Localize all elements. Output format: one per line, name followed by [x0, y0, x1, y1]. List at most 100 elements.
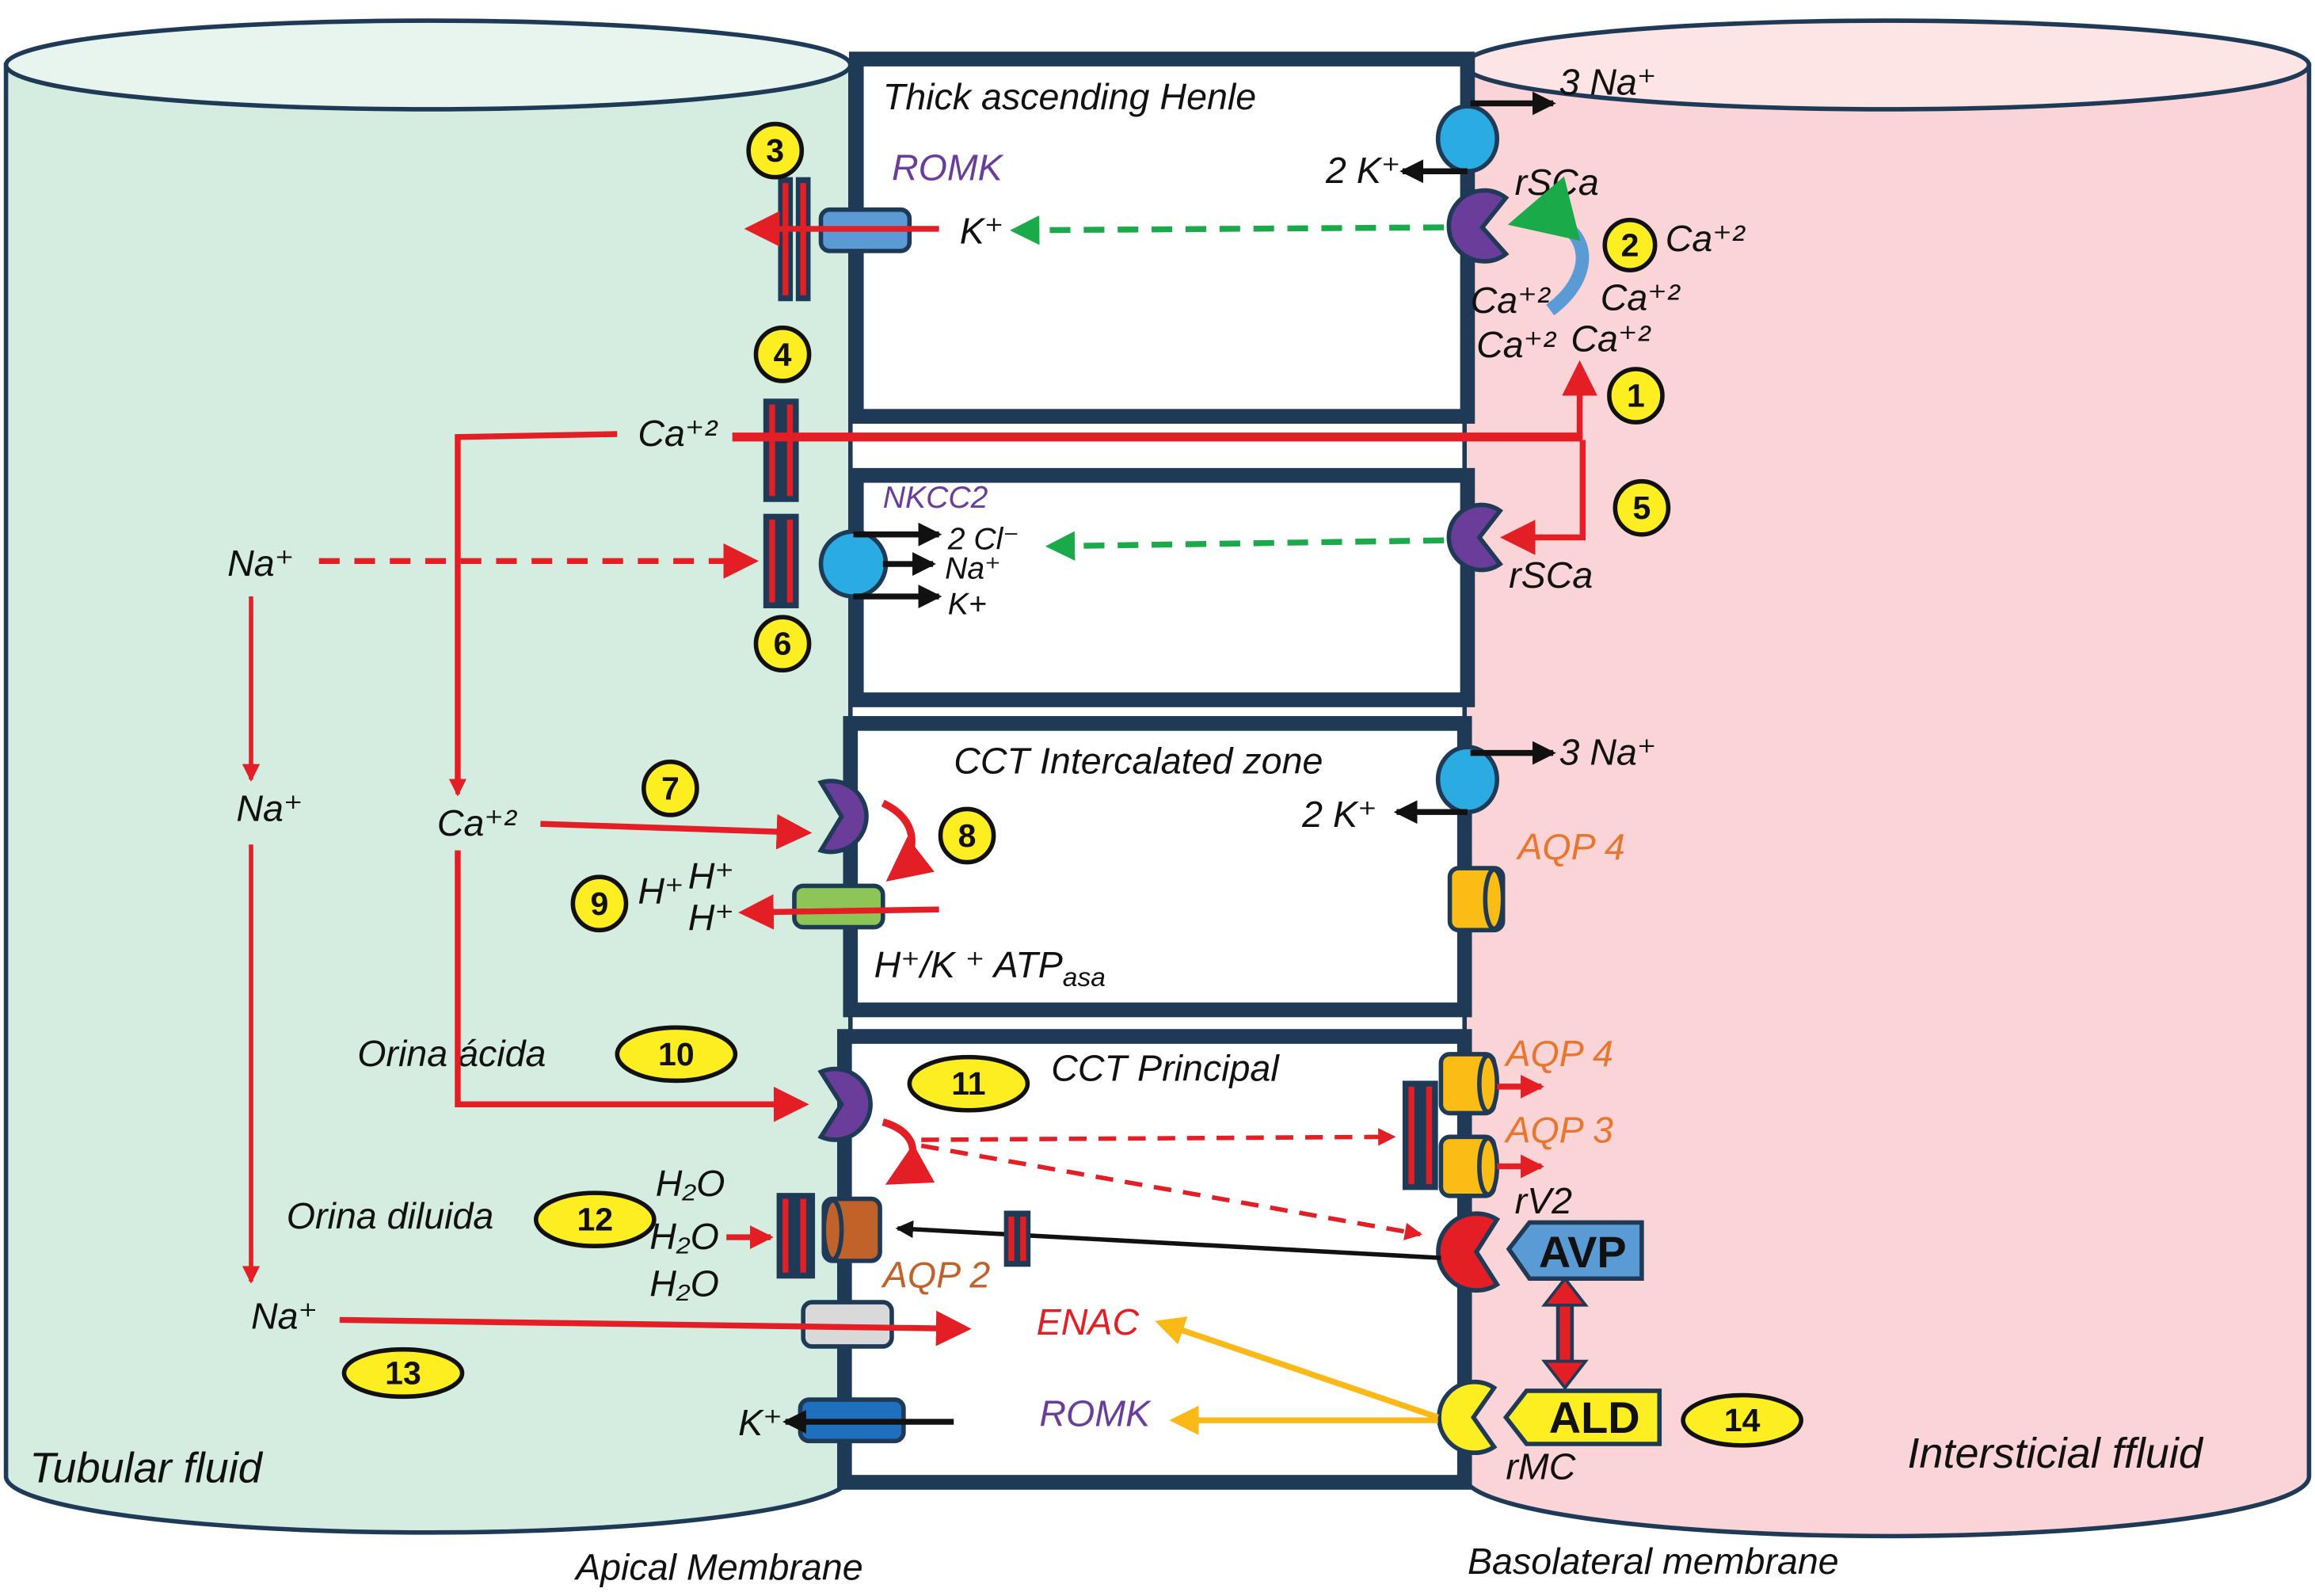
hk-atpase-sub: asa — [1063, 963, 1106, 992]
tight-junction-4 — [763, 398, 799, 502]
aqp2-junction — [776, 1193, 816, 1279]
principal-k-label: K⁺ — [738, 1402, 782, 1443]
intracellular-vesicle-junction — [1003, 1210, 1031, 1267]
henle-romk-label: ROMK — [892, 147, 1004, 188]
henle-ca-label-2: Ca⁺² — [1471, 280, 1551, 321]
rmc-label: rMC — [1506, 1446, 1575, 1487]
nkcc2-cell — [848, 467, 1475, 707]
nkcc2-cl-label: 2 Cl⁻ — [947, 522, 1019, 556]
nkcc2-title: NKCC2 — [883, 481, 988, 515]
badge-9-text: 9 — [590, 886, 608, 922]
badge-6-text: 6 — [774, 626, 792, 662]
badge-7-text: 7 — [661, 770, 680, 806]
principal-aqp4-channel — [1438, 1052, 1500, 1116]
badge-12-text: 12 — [577, 1202, 614, 1238]
badge-10-text: 10 — [658, 1036, 695, 1072]
principal-dashed-to-rv2 — [920, 1143, 1423, 1240]
henle-ca-label-3: Ca⁺² — [1601, 276, 1681, 318]
principal-title: CCT Principal — [1051, 1047, 1280, 1088]
ca-to-principal-arrow — [455, 850, 809, 1122]
badge-6: 6 — [753, 615, 812, 673]
henle-ca-label-5: Ca⁺² — [1571, 318, 1651, 360]
henle-na-out-label: 3 Na⁺ — [1559, 61, 1657, 102]
lumen-orina-acida: Orina ácida — [357, 1033, 546, 1074]
principal-romk-label: ROMK — [1039, 1393, 1152, 1434]
badge-3-text: 3 — [766, 132, 784, 169]
intercalated-k-in-label: 2 K⁺ — [1301, 794, 1377, 835]
ald-to-enac-arrow — [1155, 1316, 1439, 1420]
nkcc2-rsca-label: rSCa — [1509, 554, 1593, 596]
principal-signal-curve — [881, 1118, 935, 1185]
aqp2-label: AQP 2 — [881, 1254, 991, 1295]
badge-10: 10 — [615, 1025, 738, 1084]
henle-k-in-label: 2 K⁺ — [1325, 150, 1401, 191]
hk-atpase-pump — [792, 883, 885, 930]
nkcc2-na-label: Na⁺ — [945, 552, 1001, 586]
intercalated-signal-curve — [881, 799, 935, 882]
badge-4-text: 4 — [774, 336, 792, 372]
h2o-3: H₂O — [649, 1263, 719, 1305]
henle-ca-label-4: Ca⁺² — [1476, 324, 1556, 365]
henle-rsca-label: rSCa — [1515, 162, 1599, 203]
principal-ca-receptor — [817, 1066, 873, 1142]
henle-k-label: K⁺ — [960, 211, 1004, 252]
badge-2-text: 2 — [1621, 227, 1639, 263]
v2-signal-to-aqp2-arrow — [895, 1220, 1441, 1260]
nkcc2-k-label: K+ — [948, 587, 987, 621]
basolateral-membrane-label: Basolateral membrane — [1468, 1541, 1839, 1582]
nkcc2-transporter — [818, 529, 889, 599]
avp-hormone: AVP — [1506, 1220, 1644, 1282]
h-ion-1: H⁺ — [638, 870, 683, 912]
ald-label: ALD — [1549, 1392, 1640, 1442]
avp-label: AVP — [1539, 1227, 1627, 1277]
badge-1: 1 — [1607, 367, 1665, 425]
ca-binding-curved-arrow — [1507, 176, 1590, 316]
intercalated-aqp4-channel — [1447, 866, 1506, 933]
lumen-na-top: Na⁺ — [227, 543, 294, 584]
badge-14: 14 — [1681, 1392, 1804, 1448]
interstitial-fluid-cylinder — [1462, 18, 2312, 1539]
avp-ald-interaction-arrow — [1541, 1276, 1589, 1391]
henle-rsca-receptor — [1446, 188, 1510, 264]
tight-junction-6 — [763, 513, 799, 608]
henle-ca-label-1: Ca⁺² — [1666, 218, 1746, 259]
badge-5: 5 — [1613, 478, 1671, 537]
badge-1-text: 1 — [1627, 378, 1645, 414]
intercalated-ca-receptor — [817, 779, 869, 855]
henle-nak-pump — [1435, 104, 1500, 174]
intercalated-nak-pump — [1435, 745, 1500, 815]
na-through-enac-arrow — [339, 1310, 972, 1347]
principal-dashed-to-aqp — [921, 1128, 1396, 1146]
principal-aqp3-label: AQP 3 — [1503, 1110, 1613, 1151]
h-ion-3: H⁺ — [688, 897, 734, 938]
badge-7: 7 — [642, 760, 699, 817]
badge-3: 3 — [746, 121, 805, 180]
badge-13-text: 13 — [385, 1355, 421, 1392]
rv2-label: rV2 — [1515, 1180, 1573, 1221]
ald-hormone: ALD — [1502, 1388, 1662, 1446]
intercalated-title: CCT Intercalated zone — [954, 741, 1323, 782]
henle-cell — [848, 51, 1475, 424]
henle-green-signal-arrow — [1010, 215, 1445, 246]
tubular-fluid-label: Tubular fluid — [29, 1444, 263, 1491]
badge-8: 8 — [938, 806, 996, 865]
intercalated-na-out-label: 3 Na⁺ — [1559, 732, 1657, 773]
badge-5-text: 5 — [1632, 489, 1651, 526]
apical-membrane-label: Apical Membrane — [573, 1546, 863, 1587]
ca-to-intercalated-arrow — [540, 813, 813, 850]
badge-14-text: 14 — [1724, 1402, 1761, 1438]
enac-label: ENAC — [1037, 1301, 1140, 1343]
hk-atpase-label: H⁺/K ⁺ ATPasa — [874, 944, 1106, 992]
tight-junction-3 — [778, 177, 811, 302]
badge-12: 12 — [533, 1190, 657, 1249]
henle-title: Thick ascending Henle — [883, 76, 1256, 117]
badge-4: 4 — [753, 326, 812, 383]
lumen-ca-top: Ca⁺² — [638, 413, 718, 454]
intercalated-aqp4-label: AQP 4 — [1515, 826, 1625, 867]
tubular-fluid-cylinder — [3, 18, 853, 1535]
h2o-2: H₂O — [649, 1216, 719, 1257]
interstitial-fluid-label: Intersticial ffluid — [1907, 1430, 2203, 1477]
nkcc2-rsca-receptor — [1446, 502, 1503, 573]
lumen-na-mid: Na⁺ — [236, 787, 303, 828]
